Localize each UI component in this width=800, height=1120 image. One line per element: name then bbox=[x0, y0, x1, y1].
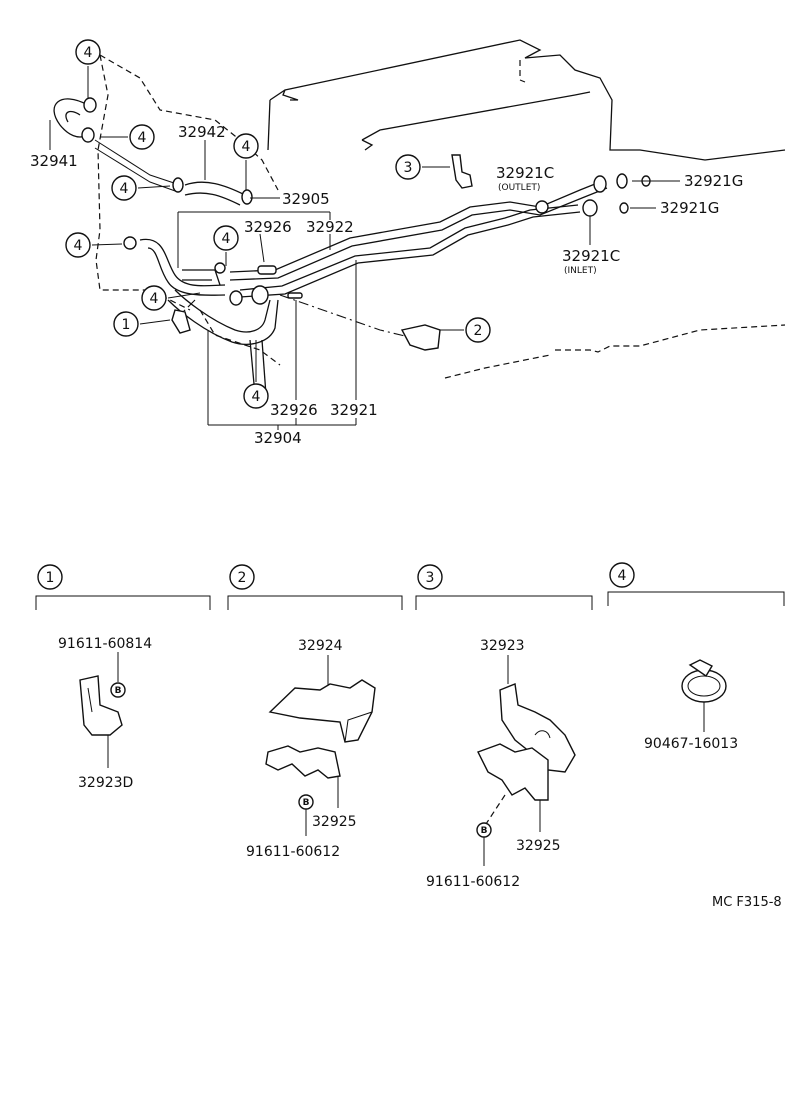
callout-4-d: 4 bbox=[233, 133, 259, 159]
detail-2-clamp-label: 32925 bbox=[312, 814, 357, 830]
label-32941: 32941 bbox=[30, 152, 78, 170]
label-32926-bottom: 32926 bbox=[270, 401, 318, 419]
part-labels-main: 32941 32942 32905 32926 32922 32926 3292… bbox=[30, 123, 743, 447]
label-outlet-note: (OUTLET) bbox=[498, 183, 540, 193]
svg-text:1: 1 bbox=[122, 317, 131, 333]
label-32942: 32942 bbox=[178, 123, 226, 141]
label-32905: 32905 bbox=[282, 190, 330, 208]
callout-4-c: 4 bbox=[111, 175, 137, 201]
oil-cooler-pipes bbox=[229, 179, 608, 299]
figure-code: MC F315-8 bbox=[712, 895, 782, 910]
detail-3-clamp-label: 32925 bbox=[516, 838, 561, 854]
detail-1-bolt-label: 91611-60814 bbox=[58, 636, 152, 652]
callout-4-f: 4 bbox=[213, 225, 239, 251]
svg-text:4: 4 bbox=[618, 568, 627, 584]
detail-3-header: 3 bbox=[415, 564, 593, 610]
label-inlet-note: (INLET) bbox=[564, 266, 597, 276]
callout-4-b: 4 bbox=[129, 124, 155, 150]
callout-4-a: 4 bbox=[75, 39, 101, 65]
svg-text:4: 4 bbox=[120, 181, 129, 197]
callout-1: 1 bbox=[113, 311, 139, 337]
callouts-main: 4 4 4 4 4 4 4 4 1 3 2 bbox=[65, 39, 491, 409]
brackets-main bbox=[171, 154, 473, 351]
label-32921c-outlet: 32921C bbox=[496, 164, 554, 182]
svg-text:4: 4 bbox=[242, 139, 251, 155]
svg-text:4: 4 bbox=[74, 238, 83, 254]
label-32921g-top: 32921G bbox=[684, 172, 743, 190]
svg-text:B: B bbox=[115, 686, 122, 696]
label-32904: 32904 bbox=[254, 429, 302, 447]
callout-4-e: 4 bbox=[65, 232, 91, 258]
svg-text:2: 2 bbox=[474, 323, 483, 339]
clamps bbox=[81, 97, 651, 306]
leader-lines-main bbox=[49, 66, 680, 430]
callout-4-h: 4 bbox=[243, 383, 269, 409]
svg-text:4: 4 bbox=[222, 231, 231, 247]
svg-text:3: 3 bbox=[426, 570, 435, 586]
detail-1: 91611-60814 B 32923D bbox=[58, 636, 152, 791]
callout-3: 3 bbox=[395, 154, 421, 180]
detail-1-header: 1 bbox=[35, 564, 211, 610]
svg-text:1: 1 bbox=[46, 570, 55, 586]
detail-3-bolt-label: 91611-60612 bbox=[426, 874, 520, 890]
label-32922: 32922 bbox=[306, 218, 354, 236]
svg-text:B: B bbox=[303, 798, 310, 808]
svg-text:B: B bbox=[481, 826, 488, 836]
hoses bbox=[53, 98, 279, 396]
label-32921: 32921 bbox=[330, 401, 378, 419]
detail-panel-headers: 1 2 3 4 bbox=[35, 562, 785, 610]
detail-1-bracket-label: 32923D bbox=[78, 775, 133, 791]
label-32921g-bottom: 32921G bbox=[660, 199, 719, 217]
svg-text:4: 4 bbox=[150, 291, 159, 307]
detail-3: 32923 32925 B 91611-60612 bbox=[426, 638, 576, 890]
svg-text:3: 3 bbox=[404, 160, 413, 176]
detail-2-header: 2 bbox=[227, 564, 403, 610]
detail-4-header: 4 bbox=[607, 562, 785, 606]
callout-4-g: 4 bbox=[141, 285, 167, 311]
detail-4-clip-label: 90467-16013 bbox=[644, 736, 738, 752]
label-32926-top: 32926 bbox=[244, 218, 292, 236]
detail-3-bracket-label: 32923 bbox=[480, 638, 525, 654]
detail-2-bolt-label: 91611-60612 bbox=[246, 844, 340, 860]
svg-text:4: 4 bbox=[252, 389, 261, 405]
svg-text:4: 4 bbox=[84, 45, 93, 61]
svg-text:2: 2 bbox=[238, 570, 247, 586]
callout-2: 2 bbox=[465, 317, 491, 343]
svg-text:4: 4 bbox=[138, 130, 147, 146]
detail-2-bracket-label: 32924 bbox=[298, 638, 343, 654]
detail-4: 90467-16013 bbox=[644, 659, 738, 752]
detail-2: 32924 32925 B 91611-60612 bbox=[246, 638, 376, 860]
label-32921c-inlet: 32921C bbox=[562, 247, 620, 265]
